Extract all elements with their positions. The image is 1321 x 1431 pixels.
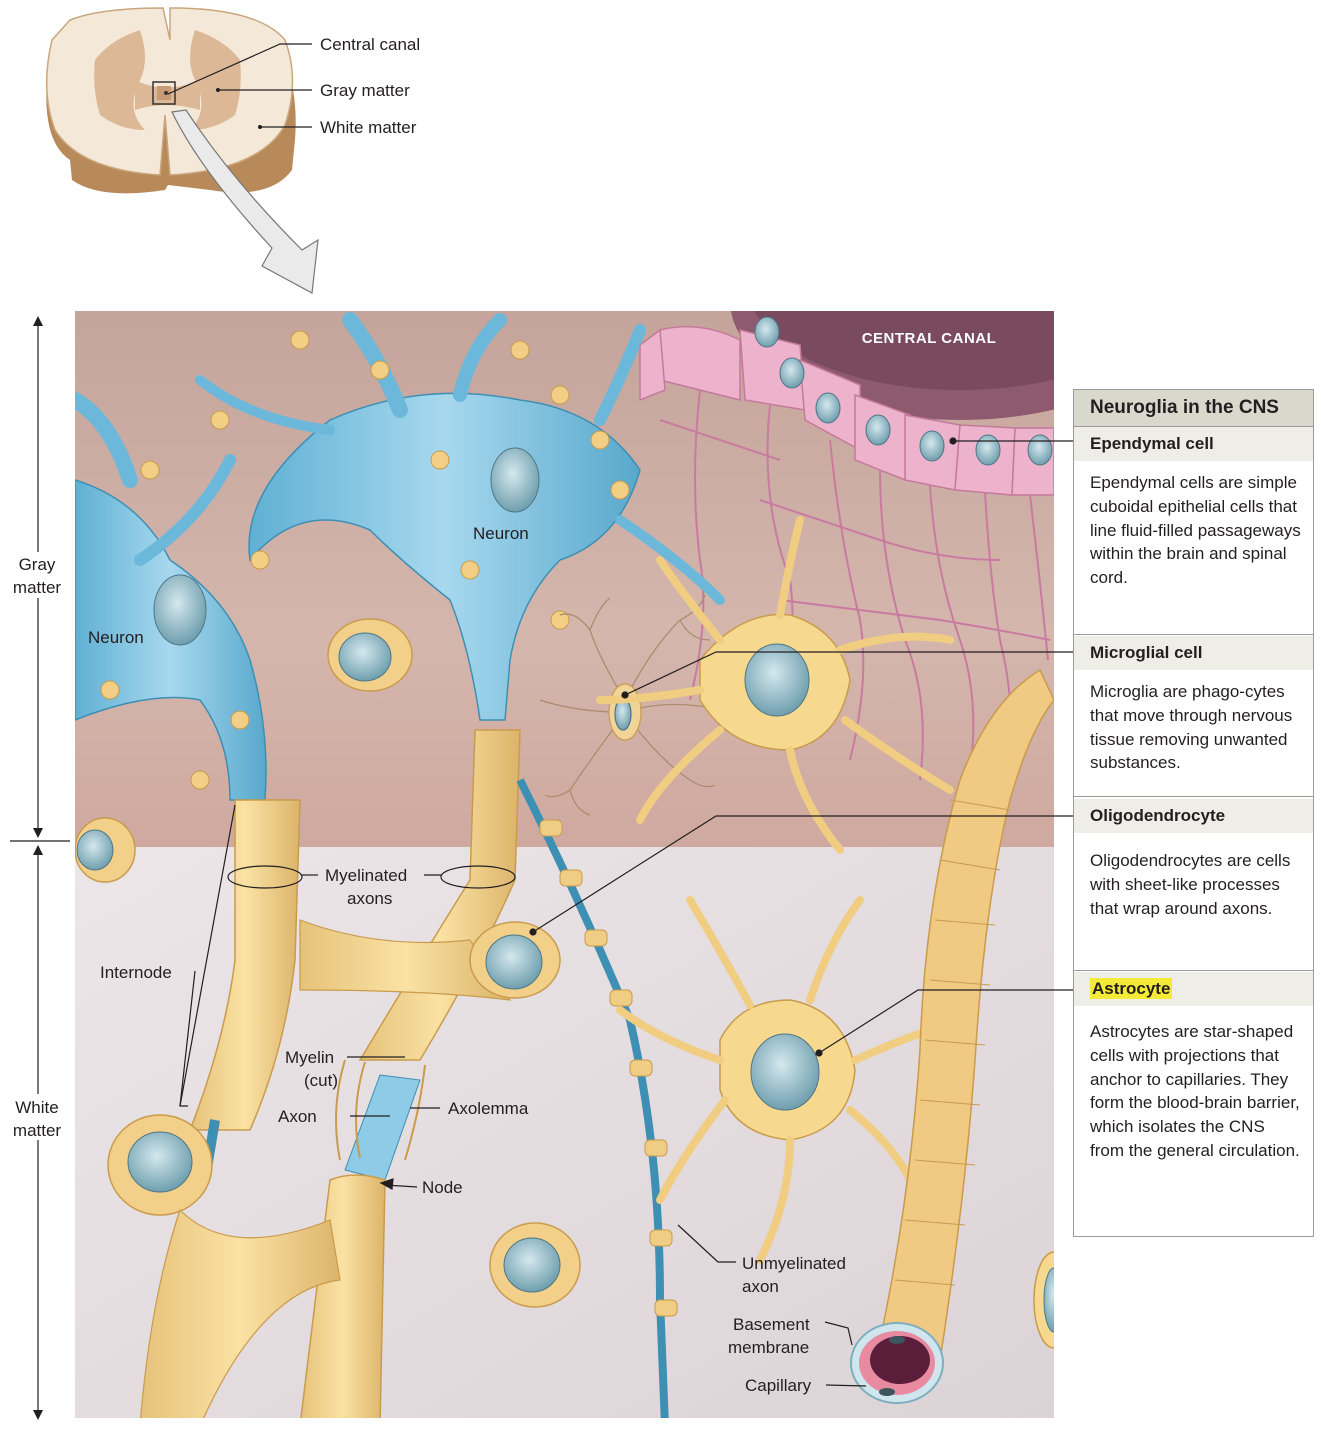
tissue-illustration: CENTRAL CANAL Neuron Neuron (75, 311, 1054, 1418)
myelinated-axons-label-1: Myelinated (325, 866, 407, 885)
illustration-leader-lines (179, 804, 867, 1387)
astrocyte-description: Astrocytes are star-shaped cells with pr… (1090, 1022, 1300, 1160)
myelinated-axon-center (300, 729, 521, 1418)
astrocyte-upper (596, 516, 954, 854)
ependymal-description: Ependymal cells are simple cuboidal epit… (1090, 473, 1301, 588)
side-brackets: Gray matter White matter (6, 316, 70, 1420)
internode-label: Internode (100, 963, 172, 982)
axon-label: Axon (278, 1107, 317, 1126)
node-label: Node (422, 1178, 463, 1197)
neuron-left-label: Neuron (88, 628, 144, 647)
spinal-cord-cross-section: Central canal Gray matter White matter (45, 7, 420, 294)
white-matter-side-label-1: White (15, 1098, 58, 1117)
myelinated-axons-label-2: axons (347, 889, 392, 908)
panel-divider (1074, 796, 1313, 797)
neuron-center: Neuron (195, 312, 725, 721)
central-canal (731, 311, 1054, 420)
gray-matter-label: Gray matter (320, 81, 410, 100)
panel-section-oligodendrocyte: Oligodendrocyte Oligodendrocytes are cel… (1074, 799, 1313, 920)
astrocyte-lower (616, 896, 934, 1264)
axolemma-label: Axolemma (448, 1099, 529, 1118)
microglial-description: Microglia are phago-cytes that move thro… (1090, 682, 1293, 773)
panel-section-microglial: Microglial cell Microglia are phago-cyte… (1074, 636, 1313, 775)
basement-membrane-label-1: Basement (733, 1315, 810, 1334)
microglial-heading: Microglial cell (1074, 636, 1313, 670)
panel-divider (1074, 970, 1313, 971)
neuron-left: Neuron (75, 392, 267, 801)
panel-section-astrocyte: Astrocyte Astrocytes are star-shaped cel… (1074, 972, 1313, 1163)
astrocyte-heading-highlight: Astrocyte (1090, 978, 1173, 999)
neuroglia-panel: Neuroglia in the CNS Ependymal cell Epen… (1073, 389, 1314, 1237)
capillary-vessel (850, 668, 1054, 1404)
neuron-center-label: Neuron (473, 524, 529, 543)
gray-matter-side-label-2: matter (13, 578, 62, 597)
central-canal-label: Central canal (320, 35, 420, 54)
oligodendrocyte-cells (75, 618, 581, 1418)
panel-title: Neuroglia in the CNS (1074, 390, 1313, 427)
ependymal-heading: Ependymal cell (1074, 427, 1313, 461)
unmyelinated-axon-label-1: Unmyelinated (742, 1254, 846, 1273)
unmyelinated-axon-label-2: axon (742, 1277, 779, 1296)
myelin-cut-label-2: (cut) (304, 1071, 338, 1090)
panel-section-ependymal: Ependymal cell Ependymal cells are simpl… (1074, 427, 1313, 590)
panel-divider (1074, 634, 1313, 635)
astrocyte-heading: Astrocyte (1074, 972, 1313, 1006)
basement-membrane-label-2: membrane (728, 1338, 809, 1357)
oligodendrocyte-description: Oligodendrocytes are cells with sheet-li… (1090, 851, 1291, 918)
synaptic-knobs (100, 330, 630, 790)
gray-matter-side-label-1: Gray (19, 555, 56, 574)
central-canal-illustration-label: CENTRAL CANAL (862, 330, 997, 347)
panel-leader-lines (529, 437, 1083, 1057)
ependymal-nuclei (754, 316, 1053, 466)
capillary-label: Capillary (745, 1376, 812, 1395)
oligodendrocyte-heading: Oligodendrocyte (1074, 799, 1313, 833)
white-matter-side-label-2: matter (13, 1121, 62, 1140)
white-matter-label: White matter (320, 118, 417, 137)
myelin-cut-label-1: Myelin (285, 1048, 334, 1067)
